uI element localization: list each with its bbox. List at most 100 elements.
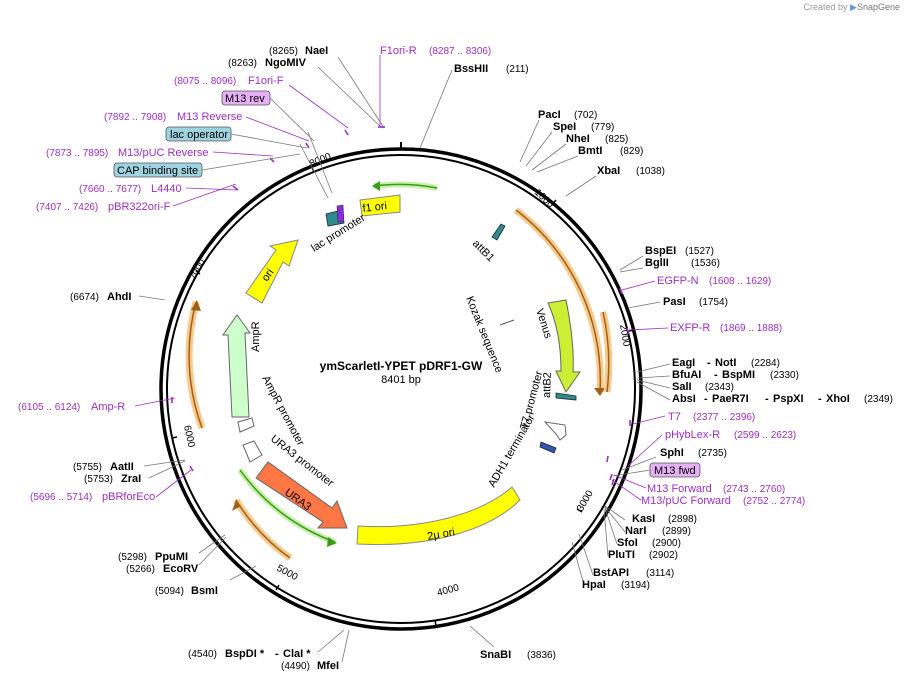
ampr-arrow	[222, 314, 251, 418]
site-pos-xbai: (1038)	[636, 166, 665, 177]
site-sep-bfuai: -	[714, 369, 718, 381]
site-pos-sfoi: (2900)	[652, 538, 681, 549]
site-pos-aatii: (5755)	[73, 462, 102, 473]
primer-pos-m13-reverse: (7892 .. 7908)	[104, 112, 166, 123]
m13-fwd-text: M13 fwd	[654, 465, 696, 477]
site-pos-nael: (8265)	[269, 46, 298, 57]
snapgene-credit: Created by ▶SnapGene	[803, 2, 900, 12]
site-name-bsshii: BssHII	[454, 63, 488, 75]
primer-name-f1ori-f: F1ori-F	[248, 75, 284, 87]
site-name-ppumi: PpuMI	[155, 551, 188, 563]
site-sep-eagi: -	[707, 357, 711, 369]
site-name-snabi: SnaBI	[480, 649, 511, 661]
site-name-xhoi: XhoI	[826, 393, 850, 405]
site-name-nael: NaeI	[305, 45, 328, 57]
site-name-bspmi: BspMI	[722, 369, 755, 381]
site-name-bspdi: BspDI *	[225, 648, 265, 660]
site-pos-pasi: (1754)	[699, 297, 728, 308]
site-sep-absi: -	[704, 393, 708, 405]
primer-pos-amp-r: (6105 .. 6124)	[18, 402, 80, 413]
tick-6000: 6000	[181, 424, 196, 448]
primer-name-pbrforeco: pBRforEco	[102, 491, 155, 503]
site-pos-absi: (2349)	[864, 394, 893, 405]
site-pos-pluti: (2902)	[649, 550, 678, 561]
site-name-pspxi: PspXI	[773, 393, 804, 405]
site-pos-spei: (779)	[591, 122, 614, 133]
f1ori-label: f1 ori	[362, 200, 388, 215]
site-pos-bmti: (829)	[620, 146, 643, 157]
plasmid-length: 8401 bp	[381, 374, 421, 386]
site-pos-bspdi: (4540)	[188, 649, 217, 660]
site-pos-ecorv: (5266)	[126, 564, 155, 575]
site-name-mfei: MfeI	[317, 660, 339, 672]
site-name-absi: AbsI	[672, 393, 696, 405]
site-name-eagi: EagI	[672, 357, 695, 369]
site-pos-snabi: (3836)	[527, 650, 556, 661]
t7-promoter-arrow	[543, 421, 567, 441]
primer-pos-pbr322ori-f: (7407 .. 7426)	[36, 202, 98, 213]
site-pos-sphi: (2735)	[698, 448, 727, 459]
tick-5000: 5000	[275, 563, 300, 583]
site-name-clai: ClaI *	[283, 648, 311, 660]
site-name-kasi: KasI	[632, 513, 655, 525]
site-pos-paci: (702)	[574, 110, 597, 121]
ampr-label: AmpR	[250, 321, 262, 352]
attb2-arrow	[555, 392, 577, 401]
twomu-ori-label: 2μ ori	[426, 526, 455, 543]
site-pos-hpai: (3194)	[621, 580, 650, 591]
venus-arrow	[547, 299, 581, 393]
site-name-ahdi: AhdI	[107, 291, 131, 303]
ura3-arrow	[255, 461, 348, 529]
site-name-ecorv: EcoRV	[163, 563, 199, 575]
site-name-bstapi: BstAPI	[593, 567, 629, 579]
site-pos-bglii: (1536)	[691, 258, 720, 269]
primer-pos-m13-forward: (2743 .. 2760)	[723, 484, 785, 495]
primer-pos-f1ori-r: (8287 .. 8306)	[429, 46, 491, 57]
primer-pos-exfp-r: (1869 .. 1888)	[720, 323, 782, 334]
tick-4000: 4000	[436, 582, 461, 598]
ura3-promoter-arrow	[242, 440, 263, 463]
site-pos-bsmi: (5094)	[155, 586, 184, 597]
ampr-promoter-arrow	[237, 417, 255, 433]
site-name-sfoi: SfoI	[617, 537, 638, 549]
primer-name-exfp-r: EXFP-R	[670, 322, 710, 334]
primer-pos-l4440: (7660 .. 7677)	[79, 184, 141, 195]
feature-arcs	[185, 181, 613, 561]
attb2-label: attB2	[541, 372, 554, 398]
site-pos-ngomiv: (8263)	[228, 58, 257, 69]
site-name-paer7i: PaeR7I	[712, 393, 749, 405]
site-pos-sali: (2343)	[705, 382, 734, 393]
site-name-xbai: XbaI	[597, 165, 620, 177]
backbone-inner	[166, 154, 636, 624]
primer-pos-t7: (2377 .. 2396)	[693, 412, 755, 423]
site-name-ngomiv: NgoMIV	[265, 57, 307, 69]
primer-pos-m13puc-reverse: (7873 .. 7895)	[46, 148, 108, 159]
site-pos-zrai: (5753)	[84, 474, 113, 485]
site-pos-bspei: (1527)	[685, 246, 714, 257]
site-name-bmti: BmtI	[578, 145, 602, 157]
venus-label: Venus	[533, 307, 554, 340]
snapgene-logo-icon: ▶	[850, 2, 857, 12]
primer-name-t7: T7	[668, 411, 681, 423]
site-pos-nhei: (825)	[605, 134, 628, 145]
primer-pos-f1ori-f: (8075 .. 8096)	[174, 76, 236, 87]
adh1-terminator-arrow	[539, 441, 557, 454]
attb1-label: attB1	[470, 238, 497, 265]
boxed-labels: M13 rev lac operator CAP binding site M1…	[113, 90, 701, 478]
site-pos-mfei: (4490)	[281, 661, 310, 672]
cap-binding-text: CAP binding site	[117, 165, 198, 177]
site-name-pluti: PluTI	[608, 549, 635, 561]
attb1-arrow	[491, 223, 506, 241]
site-pos-ahdi: (6674)	[70, 292, 99, 303]
ori-arrow	[245, 239, 299, 304]
plasmid-name: ymScarletI-YPET pDRF1-GW	[320, 359, 483, 373]
site-name-bglii: BglII	[645, 257, 669, 269]
primer-pos-m13puc-forward: (2752 .. 2774)	[743, 496, 805, 507]
site-sep2-absi: -	[765, 393, 769, 405]
site-name-pasi: PasI	[663, 296, 686, 308]
primer-pos-egfp-n: (1608 .. 1629)	[709, 276, 771, 287]
tick-2000: 2000	[617, 324, 632, 348]
primer-pos-pbrforeco: (5696 .. 5714)	[30, 492, 92, 503]
site-name-noti: NotI	[715, 357, 736, 369]
